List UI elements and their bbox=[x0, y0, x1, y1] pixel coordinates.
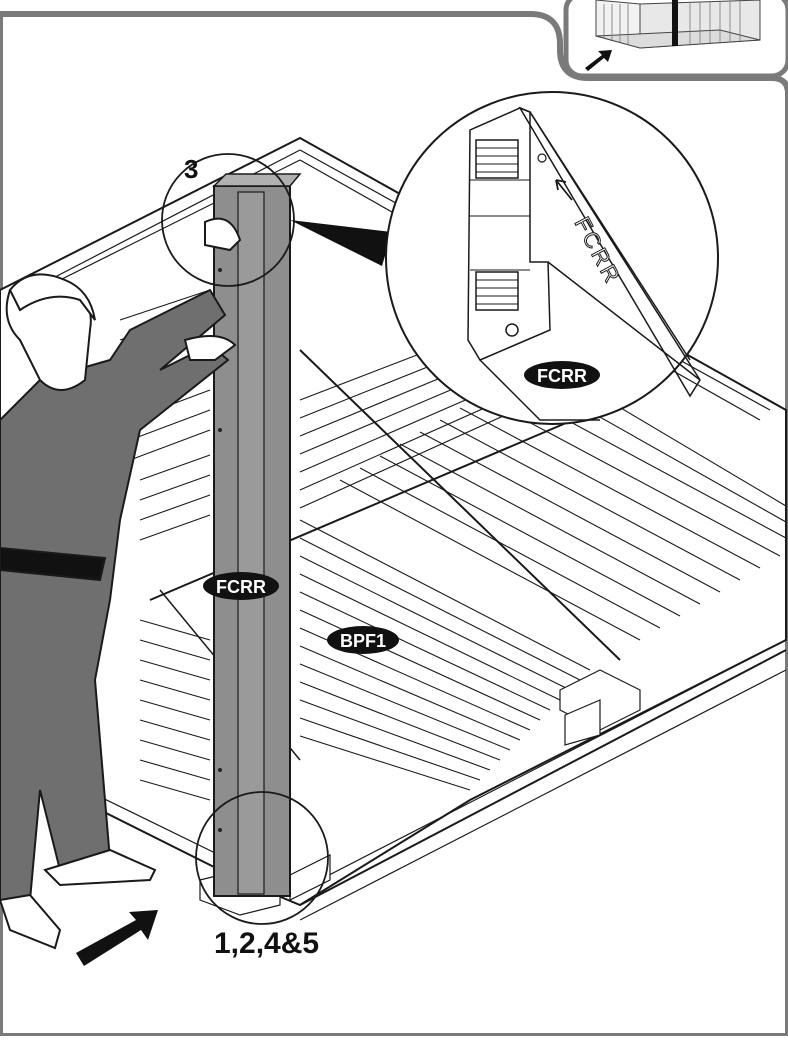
callout-pointer bbox=[290, 220, 392, 266]
arrow-icon bbox=[585, 50, 612, 71]
detail-circle-bottom bbox=[195, 791, 329, 925]
magnified-detail: FCRR bbox=[385, 91, 719, 425]
part-badge-post: FCRR bbox=[203, 572, 279, 600]
svg-text:FCRR: FCRR bbox=[216, 577, 266, 597]
inset-thumbnail bbox=[563, 0, 788, 79]
step-number-top: 3 bbox=[184, 154, 198, 184]
corner-post bbox=[212, 173, 302, 897]
svg-text:BPF1: BPF1 bbox=[340, 631, 386, 651]
rail-connectors bbox=[199, 669, 641, 916]
step-number-bottom: 1,2,4&5 bbox=[214, 927, 319, 960]
svg-text:FCRR: FCRR bbox=[537, 366, 587, 386]
part-badge-callout: FCRR bbox=[524, 361, 600, 389]
person-figure bbox=[0, 217, 242, 950]
part-badge-floor: BPF1 bbox=[327, 626, 399, 654]
arrow-icon bbox=[555, 179, 573, 201]
detail-circle-top bbox=[161, 153, 295, 287]
floor-slats bbox=[119, 289, 787, 801]
arrow-icon bbox=[76, 910, 158, 966]
